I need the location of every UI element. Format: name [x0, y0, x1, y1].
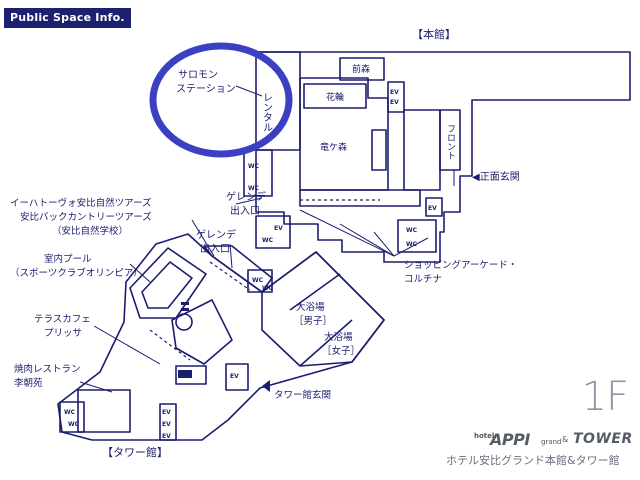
ev-marker: EV [274, 225, 283, 232]
yakiniku-label-1: 焼肉レストラン [14, 363, 81, 375]
ryugamori-label: 竜ケ森 [320, 141, 347, 153]
wc-marker: WC [262, 285, 274, 292]
gelende1-label-1: ゲレンデ [226, 190, 266, 203]
tower-ev-block-2 [225, 363, 249, 391]
salomon-label-1: サロモン [178, 69, 218, 81]
corridor-dash [209, 261, 251, 291]
corridor-main [299, 189, 421, 207]
shopping-label-2: コルチナ [404, 274, 442, 285]
leader-shopping-4 [393, 237, 429, 257]
public-space-info-badge: Public Space Info. [4, 8, 131, 28]
maemori-room [339, 57, 385, 81]
brand-appi-text: APPI [490, 430, 530, 449]
wc-marker: WC [248, 185, 260, 192]
main-building-outline [255, 51, 631, 263]
gelende2-label-2: 出入口 [200, 242, 230, 255]
ihatov-label-2: 安比バックカントリーツアーズ [20, 211, 152, 223]
ev-marker: EV [162, 433, 171, 440]
bath-divider [289, 273, 353, 367]
wc-marker: WC [406, 227, 418, 234]
highlight-ring [149, 42, 293, 158]
leader-shopping-1 [299, 209, 395, 257]
yakiniku-label-2: 李朝苑 [14, 377, 43, 389]
stair-fill [178, 370, 192, 378]
wc-marker: WC [68, 421, 80, 428]
karin-label: 花輪 [326, 91, 344, 103]
brand-tower-text: TOWER [573, 431, 633, 447]
spiral-stairs [175, 313, 193, 331]
ihatov-label-3: （安比自然学校） [52, 225, 128, 237]
ev-marker: EV [162, 409, 171, 416]
karin-room [303, 83, 367, 109]
tower-building-label: 【タワー館】 [102, 445, 168, 459]
rental-room [256, 51, 301, 151]
pool-label-1: 室内プール [44, 253, 92, 265]
yakiniku-room [77, 389, 131, 433]
main-building-label: 【本館】 [412, 27, 456, 41]
tower-entrance-arrow [262, 380, 270, 392]
brand-logo: hotel APPI grand & TOWER [474, 430, 634, 450]
bath-male-label-1: 大浴場 [296, 301, 325, 313]
brand-amp-text: & [562, 435, 569, 444]
tower-entrance-label: タワー館玄関 [274, 389, 331, 401]
ev-marker: EV [390, 89, 399, 96]
hotel-caption: ホテル安比グランド本館&タワー館 [446, 454, 620, 467]
leader-gelende1 [235, 197, 263, 205]
gelende1-label-2: 出入口 [230, 204, 260, 217]
bath-male-label-2: ［男子］ [294, 316, 332, 327]
wc-block-main-right [397, 219, 437, 253]
ev-marker: EV [162, 421, 171, 428]
leader-ihatov [191, 219, 215, 257]
ev-marker: EV [390, 99, 399, 106]
main-entrance-label: ◀正面玄関 [472, 170, 520, 183]
rental-label: レンタル [261, 92, 273, 132]
shopping-label-1: ショッピングアーケード・ [404, 259, 517, 271]
leader-salomon [235, 85, 263, 97]
pool-basin [141, 261, 193, 309]
wc-marker: WC [406, 241, 418, 248]
tower-inner-1 [171, 299, 233, 365]
wc-block-connector [247, 269, 273, 293]
leader-gelende2 [229, 243, 233, 269]
corridor-dash [149, 329, 191, 361]
leader-terrace [93, 325, 161, 365]
leader-pool [129, 263, 151, 283]
pool-label-2: （スポーツクラブオリンピア） [10, 267, 143, 279]
maemori-label: 前森 [352, 63, 370, 75]
bath-area-outline [261, 251, 385, 367]
wc-block-main-bottom [255, 215, 291, 249]
stairs-tower [175, 365, 207, 385]
floor-indicator: 1F [581, 374, 629, 420]
leader-yakiniku [79, 381, 113, 393]
leader-shopping-2 [339, 223, 395, 257]
wc-marker: WC [248, 163, 260, 170]
bath-female-label-2: ［女子］ [322, 345, 360, 357]
tower-ev-block [159, 403, 177, 441]
front-label: フロント [445, 124, 455, 160]
wc-marker: WC [252, 277, 264, 284]
terrace-label-1: テラスカフェ [34, 314, 91, 325]
ihatov-label-1: イーハトーヴォ安比自然ツアーズ [10, 197, 152, 209]
wc-marker: WC [262, 237, 274, 244]
terrace-label-2: プリッサ [44, 328, 82, 339]
stairs-main [371, 129, 387, 171]
tower-wc-block [59, 401, 85, 433]
stair-tread [181, 302, 189, 305]
bath-female-label-1: 大浴場 [324, 331, 353, 343]
ev-block-main [387, 81, 405, 113]
ev-block-main-right [425, 197, 443, 217]
wc-block-main-left [243, 149, 273, 197]
ev-marker: EV [230, 373, 239, 380]
brand-grand-text: grand [541, 438, 562, 446]
ev-marker: EV [428, 205, 437, 212]
pool-area [129, 247, 207, 319]
leader-shopping-3 [373, 231, 395, 257]
room-right-main [403, 109, 441, 191]
brand-hotel-text: hotel [474, 432, 495, 440]
salomon-label-2: ステーション [176, 84, 236, 95]
wc-marker: WC [64, 409, 76, 416]
stair-tread [181, 308, 189, 311]
gelende2-label-1: ゲレンデ [196, 228, 236, 241]
